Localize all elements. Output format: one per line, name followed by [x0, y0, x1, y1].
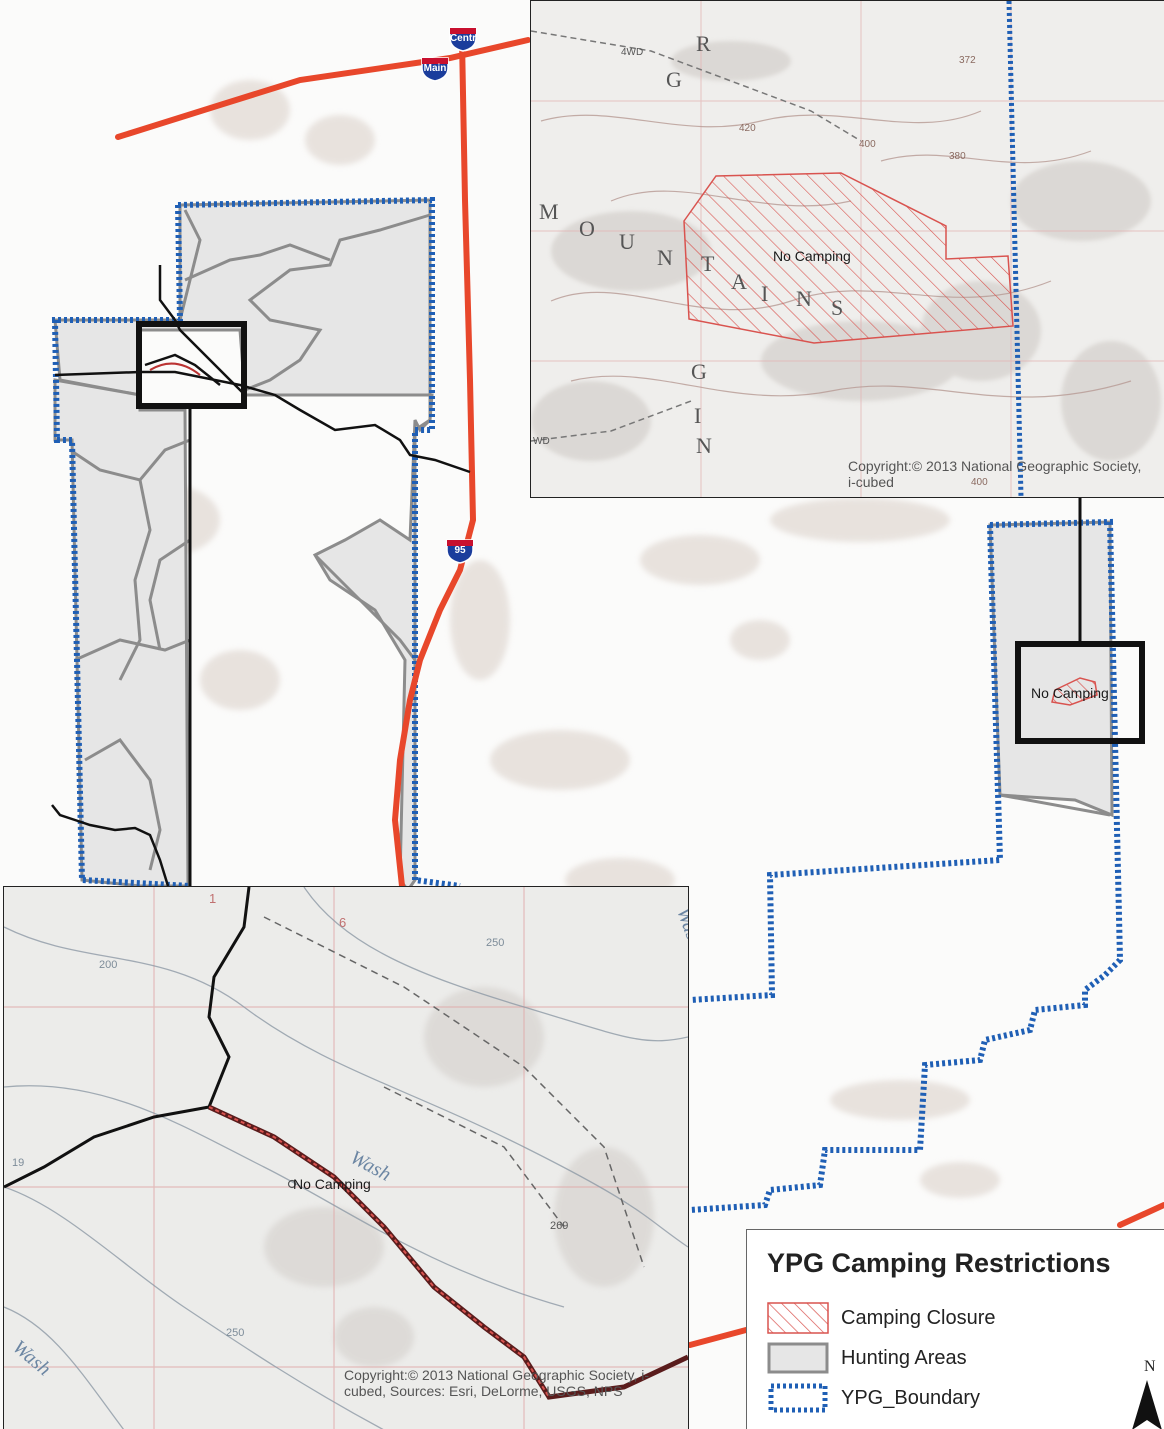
inset-bottom-road	[4, 887, 251, 1189]
inset-map-bottom[interactable]: No Camping Wash Wash Wash 200 250 269 25…	[3, 886, 689, 1429]
camping-closure-markers[interactable]	[149, 362, 1098, 706]
inset-bottom-copyright: Copyright:© 2013 National Geographic Soc…	[344, 1367, 649, 1399]
inset-top-contour-400b: 400	[971, 477, 988, 488]
ypg-boundary-swatch-icon	[768, 1383, 828, 1413]
inset-leader-lines	[188, 406, 1082, 886]
inset-bottom-section-1: 1	[209, 891, 217, 906]
inset-top-trails	[531, 30, 862, 442]
inset-top-closure-area	[683, 172, 1014, 344]
camping-closure-swatch-icon	[767, 1302, 829, 1334]
legend-title: YPG Camping Restrictions	[767, 1248, 1111, 1278]
inset-bottom-contour-200: 200	[99, 959, 118, 971]
inset-top-letter-n2: N	[796, 286, 812, 311]
inset-top-contour-400: 400	[859, 139, 876, 150]
inset-top-letter-t: T	[701, 251, 715, 276]
legend-label-hunting-areas: Hunting Areas	[841, 1347, 967, 1369]
inset-top-closure-label: No Camping	[773, 248, 851, 264]
interstate-shield-95: 95	[445, 536, 475, 564]
inset-top-road-label-2: WD	[533, 436, 550, 447]
legend-label-ypg-boundary: YPG_Boundary	[841, 1387, 980, 1409]
inset-top-contour-420: 420	[739, 123, 756, 134]
interstate-shield-central: Centr	[448, 24, 478, 52]
inset-top-letter-o: O	[579, 216, 595, 241]
inset-bottom-closure-label: No Camping	[293, 1176, 371, 1192]
inset-top-letter-s: S	[831, 295, 844, 320]
map-legend: YPG Camping Restrictions Camping Closure…	[746, 1229, 1164, 1429]
inset-top-letter-i: I	[761, 281, 769, 306]
inset-top-contour-380: 380	[949, 151, 966, 162]
inset-bottom-grid	[4, 887, 688, 1429]
north-arrow-icon	[1132, 1380, 1162, 1429]
legend-item-camping-closure: Camping Closure	[767, 1302, 1067, 1336]
hunting-areas-swatch-icon	[767, 1342, 829, 1374]
inset-bottom-terrain	[264, 987, 654, 1367]
inset-top-side-letter-g: G	[691, 359, 707, 384]
inset-top-side-letter-i: I	[694, 403, 702, 428]
minor-roads	[51, 265, 471, 887]
inset-top-road-label: 4WD	[621, 47, 644, 58]
interstate-shield-main: Main	[420, 54, 450, 82]
inset-bottom-section-6: 6	[339, 915, 347, 930]
legend-label-camping-closure: Camping Closure	[841, 1307, 996, 1329]
inset-top-graphics	[531, 1, 1164, 497]
legend-item-ypg-boundary: YPG_Boundary	[767, 1382, 1067, 1416]
inset-bottom-graphics	[4, 887, 688, 1429]
hunting-area-boundaries	[69, 209, 1111, 871]
inset-bottom-trails	[263, 916, 645, 1268]
inset-top-letter-m: M	[539, 199, 559, 224]
major-roads	[115, 37, 1164, 1348]
inset-bottom-contours	[4, 887, 688, 1429]
inset-bottom-contour-250b: 250	[226, 1327, 245, 1339]
inset-top-boundary	[1006, 1, 1024, 497]
inset-bottom-contour-269: 269	[550, 1220, 569, 1232]
inset-top-letter-g: G	[666, 67, 682, 92]
inset-top-copyright: Copyright:© 2013 National Geographic Soc…	[848, 458, 1142, 490]
inset-top-contour-372: 372	[959, 55, 976, 66]
legend-item-hunting-areas: Hunting Areas	[767, 1342, 1067, 1376]
inset-top-letter-n: N	[657, 245, 673, 270]
inset-bottom-contour-19: 19	[12, 1157, 25, 1169]
inset-top-letter-a: A	[731, 269, 747, 294]
inset-top-side-letter-n: N	[696, 433, 712, 458]
inset-map-top[interactable]: No Camping 4WD WD 372 420 400 380 400 G …	[530, 0, 1164, 498]
main-closure-label: No Camping	[1031, 685, 1109, 701]
inset-bottom-contour-250: 250	[486, 937, 505, 949]
north-arrow-label: N	[1144, 1358, 1156, 1375]
inset-top-letter-u: U	[619, 229, 635, 254]
ypg-boundary[interactable]	[51, 196, 1124, 1213]
inset-top-letter-r: R	[696, 31, 711, 56]
